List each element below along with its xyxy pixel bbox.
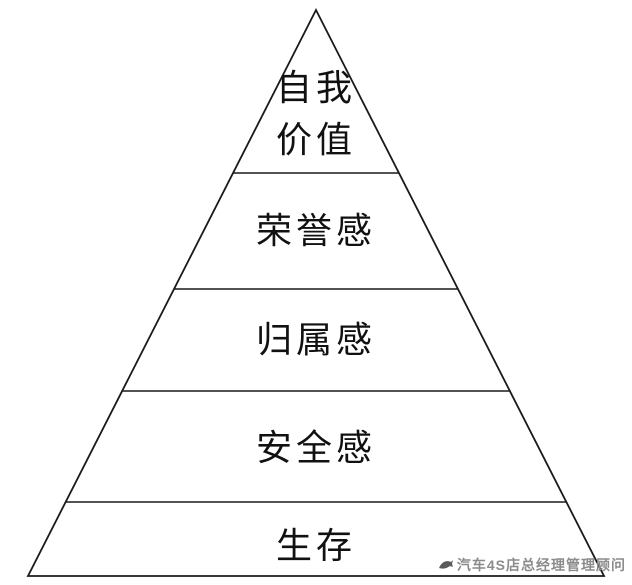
pyramid-level-label-security: 安全感 bbox=[255, 428, 376, 468]
fish-logo-icon bbox=[438, 558, 454, 572]
pyramid-level-label-self-worth-line2: 价值 bbox=[275, 120, 356, 160]
pyramid-level-label-self-worth: 自我 价值 bbox=[0, 62, 632, 166]
pyramid-level-label-honor: 荣誉感 bbox=[255, 211, 376, 251]
watermark-text: 汽车4S店总经理管理顾问 bbox=[456, 557, 626, 573]
watermark: 汽车4S店总经理管理顾问 bbox=[438, 555, 626, 575]
pyramid-triangle bbox=[26, 8, 606, 577]
pyramid-level-label-self-worth-line1: 自我 bbox=[275, 68, 356, 108]
pyramid-level-label-survival: 生存 bbox=[275, 526, 356, 566]
pyramid-level-label-belonging: 归属感 bbox=[255, 320, 376, 360]
